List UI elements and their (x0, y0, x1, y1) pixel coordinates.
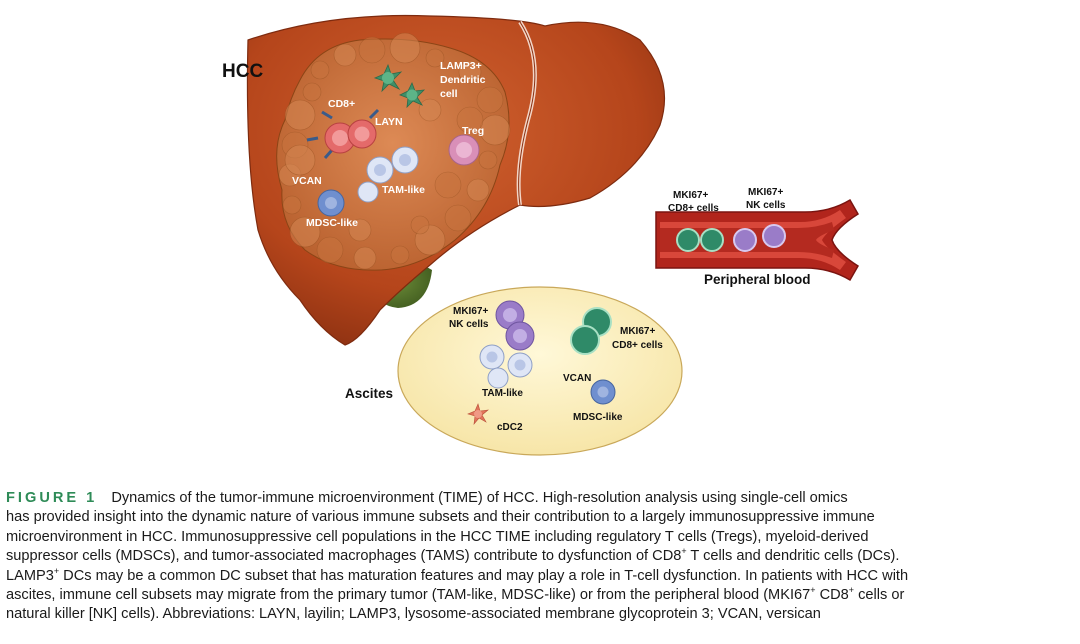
svg-text:MKI67+: MKI67+ (748, 187, 783, 198)
treg-cell (448, 134, 480, 166)
svg-text:Treg: Treg (462, 125, 484, 137)
tumor-nodule (479, 114, 511, 146)
ascites-cd8-cells (570, 307, 612, 355)
tumor-nodule (478, 150, 498, 170)
tumor-nodule (418, 98, 442, 122)
svg-text:NK cells: NK cells (746, 200, 786, 211)
svg-text:Ascites: Ascites (345, 386, 393, 401)
svg-text:VCAN: VCAN (292, 175, 322, 187)
tumor-nodule (358, 36, 386, 64)
tumor-nodule (425, 48, 445, 68)
caption-line-5: LAMP3+ DCs may be a common DC subset tha… (6, 565, 909, 584)
tumor-nodule (353, 246, 377, 270)
svg-text:CD8+ cells: CD8+ cells (668, 203, 719, 214)
caption-line-7: natural killer [NK] cells). Abbreviation… (6, 606, 821, 623)
hcc-label: HCC (222, 61, 263, 82)
cd8-t-cells (306, 108, 380, 159)
svg-text:CD8+ cells: CD8+ cells (612, 340, 663, 351)
ascites-mdsc-like-cell (590, 379, 616, 405)
tumor-nodule (390, 245, 410, 265)
tumor-nodule (284, 99, 316, 131)
caption-line-3: microenvironment in HCC. Immunosuppressi… (6, 528, 869, 545)
tam-like-cells (357, 146, 419, 203)
tumor-nodule (310, 60, 330, 80)
peripheral-blood-vessel (655, 198, 860, 282)
svg-text:Peripheral blood: Peripheral blood (704, 272, 811, 287)
ascites-nk-cells (495, 300, 535, 351)
tumor-nodule (476, 86, 504, 114)
tumor-nodule (348, 218, 372, 242)
svg-text:VCAN: VCAN (563, 373, 591, 384)
svg-text:LAMP3+: LAMP3+ (440, 60, 482, 72)
figure-label: FIGURE 1 (6, 490, 98, 506)
ascites-tam-like-cells (479, 344, 533, 389)
ascites-compartment (397, 286, 683, 456)
tumor-nodule (456, 106, 484, 134)
tumor-nodule (434, 171, 462, 199)
ascites-cdc2-cell (467, 403, 489, 425)
tumor-nodule (466, 178, 490, 202)
tumor-nodule (316, 236, 344, 264)
tumor-nodule (410, 215, 430, 235)
tumor-nodule (389, 32, 421, 64)
svg-text:NK cells: NK cells (449, 319, 489, 330)
svg-text:MKI67+: MKI67+ (673, 190, 708, 201)
svg-text:MKI67+: MKI67+ (453, 306, 488, 317)
tumor-nodule (333, 43, 357, 67)
caption-line-2: has provided insight into the dynamic na… (6, 509, 875, 526)
tumor-nodule (302, 82, 322, 102)
caption-line-6: ascites, immune cell subsets may migrate… (6, 585, 905, 604)
svg-text:LAYN: LAYN (375, 116, 403, 128)
tumor-nodule (282, 195, 302, 215)
tumor-nodule (458, 60, 482, 84)
svg-text:CD8+: CD8+ (328, 98, 355, 110)
tumor-nodules (278, 32, 511, 270)
tumor-nodule (289, 216, 321, 248)
caption-line-4: suppressor cells (MDSCs), and tumor-asso… (6, 546, 900, 565)
svg-text:MKI67+: MKI67+ (620, 326, 655, 337)
svg-text:TAM-like: TAM-like (482, 388, 523, 399)
svg-text:Dendritic: Dendritic (440, 74, 486, 86)
svg-text:cell: cell (440, 88, 458, 100)
svg-text:MDSC-like: MDSC-like (573, 412, 623, 423)
tumor-immune-diagram: HCC LAMP3+ Dendritic cell CD8+ LAYN Treg (222, 14, 860, 456)
mdsc-like-cell (317, 189, 345, 217)
svg-text:MDSC-like: MDSC-like (306, 217, 358, 229)
svg-text:TAM-like: TAM-like (382, 184, 425, 196)
tumor-nodule (284, 144, 316, 176)
svg-text:cDC2: cDC2 (497, 422, 523, 433)
lamp3-dendritic-cell (373, 63, 426, 109)
tumor-nodule (444, 204, 472, 232)
